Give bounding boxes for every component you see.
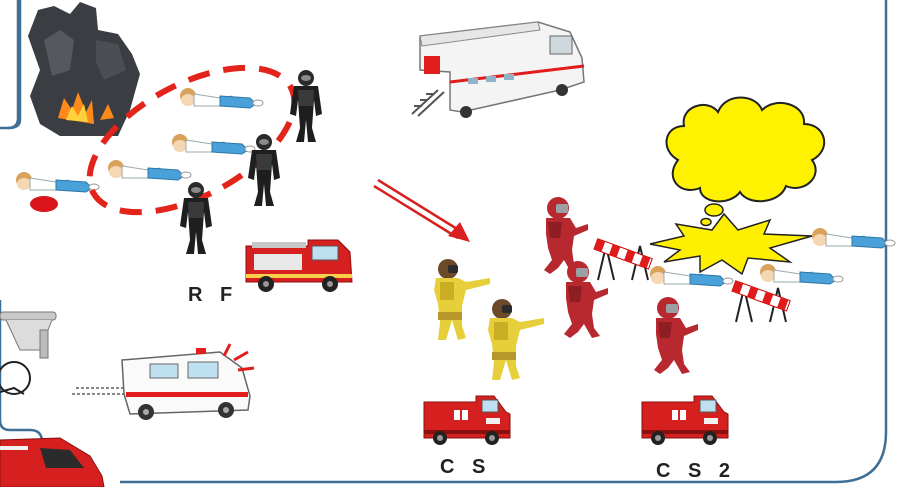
thought-bubble-icon [665, 96, 826, 227]
cs-truck-icon [423, 395, 511, 446]
frame-left-edge [7, 0, 22, 130]
barricade-icon [730, 279, 792, 323]
responder-yellow-suit [434, 259, 490, 340]
rf-label: R F [188, 284, 239, 306]
barricade-icon [592, 237, 654, 281]
burning-building-icon [28, 2, 140, 136]
victim-figure [649, 265, 734, 287]
victim-figure [107, 159, 192, 181]
ambulance-icon [72, 343, 255, 420]
victim-figure [15, 171, 100, 193]
victim-figure [179, 87, 264, 109]
drone-icon [0, 311, 57, 395]
responder-black-suit [248, 134, 280, 206]
cs2-truck-icon [641, 395, 729, 446]
direction-arrow [373, 178, 470, 242]
responder-red-hazmat-suit [654, 297, 698, 374]
responder-red-hazmat-suit [564, 261, 608, 338]
cs2-label: C S 2 [656, 460, 737, 482]
responder-yellow-suit [488, 299, 544, 380]
blood-pool [30, 196, 58, 212]
fire-truck-icon [0, 437, 105, 487]
victim-figure [759, 263, 844, 285]
responder-black-suit [290, 70, 322, 142]
command-bus-icon [411, 21, 585, 118]
cs-label: C S [440, 456, 492, 478]
victim-figure [171, 133, 256, 155]
fire-truck-icon [245, 239, 353, 292]
hot-zone-dashed-ellipse [86, 64, 298, 216]
explosion-flash-icon [649, 212, 813, 276]
victim-figure [811, 227, 896, 249]
